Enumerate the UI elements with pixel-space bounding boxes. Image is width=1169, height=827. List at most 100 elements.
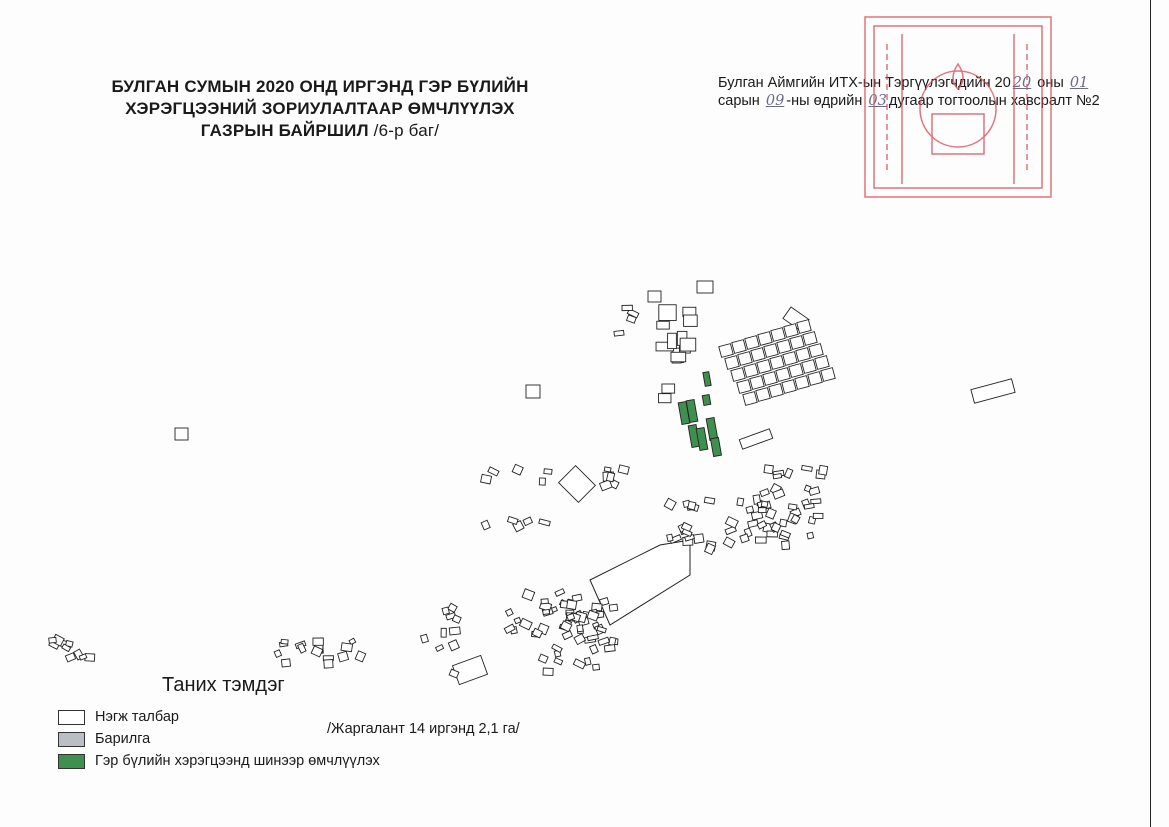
parcel [818, 464, 829, 476]
parcel [559, 600, 568, 609]
parcel [543, 468, 553, 475]
legend-item-building: Барилга [58, 728, 380, 750]
parcel [795, 347, 811, 362]
title-line-1: БУЛГАН СУМЫН 2020 ОНД ИРГЭНД ГЭР БҮЛИЙН [111, 77, 529, 96]
parcel [787, 503, 798, 511]
handwritten-number: 03 [868, 93, 887, 109]
parcel [781, 379, 797, 394]
official-stamp [864, 16, 1052, 198]
parcel [440, 627, 447, 638]
parcel [970, 378, 1016, 404]
parcel [348, 637, 357, 646]
parcel [504, 608, 514, 617]
map-title: БУЛГАН СУМЫН 2020 ОНД ИРГЭНД ГЭР БҮЛИЙН … [60, 76, 580, 142]
parcel [340, 642, 354, 653]
parcel [598, 479, 613, 492]
parcel [667, 332, 677, 350]
parcel [762, 371, 778, 386]
parcel [522, 516, 534, 527]
parcel [323, 659, 334, 669]
parcel [772, 488, 786, 500]
parcel [681, 528, 693, 538]
new-parcel [702, 371, 712, 387]
parcel [757, 507, 767, 514]
parcel [487, 466, 500, 477]
area-note: /Жаргалант 14 иргэнд 2,1 га/ [327, 721, 520, 737]
parcel [64, 652, 77, 663]
parcel [696, 280, 714, 294]
parcel [658, 304, 677, 321]
parcel [337, 650, 350, 663]
parcel [724, 355, 740, 370]
parcel [763, 464, 774, 475]
parcel [447, 639, 460, 652]
parcel [608, 603, 619, 612]
parcel [765, 507, 777, 520]
scan-edge [1150, 0, 1151, 827]
parcel [703, 496, 716, 505]
parcel [783, 467, 794, 479]
parcel [747, 519, 759, 529]
parcel [760, 500, 769, 508]
parcel [718, 343, 734, 358]
parcel [538, 518, 551, 527]
parcel [48, 636, 57, 644]
parcel [769, 355, 785, 370]
parcel [566, 612, 576, 622]
parcel [592, 663, 601, 671]
parcel [749, 375, 765, 390]
parcel [588, 643, 599, 655]
parcel [808, 343, 824, 358]
parcel [647, 290, 662, 303]
parcel [722, 536, 736, 549]
parcel [576, 624, 584, 633]
parcel [78, 653, 88, 661]
parcel [802, 331, 818, 346]
building-swatch [58, 731, 85, 747]
parcel [521, 588, 536, 602]
parcel [280, 638, 289, 645]
parcel [603, 466, 612, 473]
new-parcel [709, 436, 723, 458]
new-parcel [705, 416, 719, 442]
parcel [434, 643, 445, 652]
title-line-2: ХЭРЭГЦЭЭНИЙ ЗОРИУЛАЛТААР ӨМЧЛҮҮЛЭХ [125, 99, 515, 118]
parcel [754, 536, 767, 544]
parcel [807, 371, 823, 386]
parcel [770, 327, 786, 342]
parcel [737, 351, 753, 366]
parcel [736, 497, 745, 507]
parcel [451, 614, 462, 624]
parcel [820, 367, 836, 382]
parcel [750, 347, 766, 362]
parcel [806, 531, 815, 540]
parcel [756, 520, 768, 530]
parcel [782, 351, 798, 366]
parcel [693, 533, 705, 544]
parcel [687, 500, 697, 511]
parcel [814, 355, 830, 370]
parcel [447, 602, 458, 613]
parcel [571, 593, 583, 603]
parcel [537, 653, 549, 664]
parcel [553, 657, 564, 666]
parcel [670, 351, 687, 363]
parcel [296, 642, 307, 654]
parcel [586, 634, 599, 642]
parcel [559, 620, 573, 633]
parcel [419, 633, 429, 644]
parcel [703, 542, 717, 556]
parcel [661, 383, 676, 394]
parcel [280, 658, 292, 668]
parcel [812, 512, 824, 520]
parcel [554, 588, 566, 598]
parcel [540, 598, 549, 605]
new-parcel [695, 426, 709, 452]
parcel [766, 530, 778, 538]
title-line-3: ГАЗРЫН БАЙРШИЛ /6-р баг/ [200, 121, 440, 140]
parcel [506, 515, 519, 526]
legend-item-new-parcel: Гэр бүлийн хэрэгцээнд шинээр өмчлүүлэх [58, 750, 380, 772]
parcel [525, 384, 541, 399]
parcel [503, 623, 516, 635]
